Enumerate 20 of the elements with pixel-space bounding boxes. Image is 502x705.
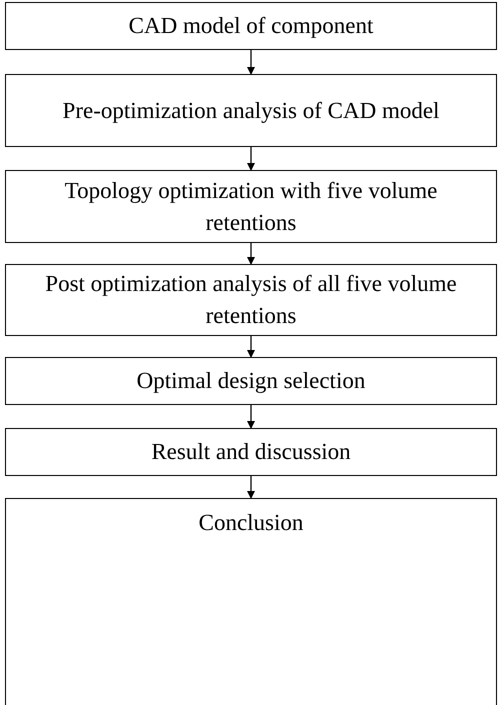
process-box xyxy=(5,357,497,405)
arrow xyxy=(247,476,255,499)
process-box xyxy=(5,264,497,336)
step-label: Optimal design selection xyxy=(136,367,366,395)
step-label: CAD model of component xyxy=(128,12,374,40)
process-box xyxy=(5,2,497,50)
step-label: Topology optimization with five volume retentions xyxy=(64,176,438,236)
process-box xyxy=(5,498,497,705)
step-label: Result and discussion xyxy=(151,438,351,466)
process-box xyxy=(5,170,497,243)
process-box xyxy=(5,428,497,476)
arrow xyxy=(247,405,255,429)
step-label: Pre-optimization analysis of CAD model xyxy=(62,96,440,125)
process-box xyxy=(5,74,497,147)
step-label: Conclusion xyxy=(198,509,304,537)
arrow xyxy=(247,243,255,265)
step-label: Post optimization analysis of all five volume retentions xyxy=(44,270,458,330)
arrow xyxy=(247,336,255,358)
arrow xyxy=(247,50,255,75)
arrow xyxy=(247,147,255,171)
